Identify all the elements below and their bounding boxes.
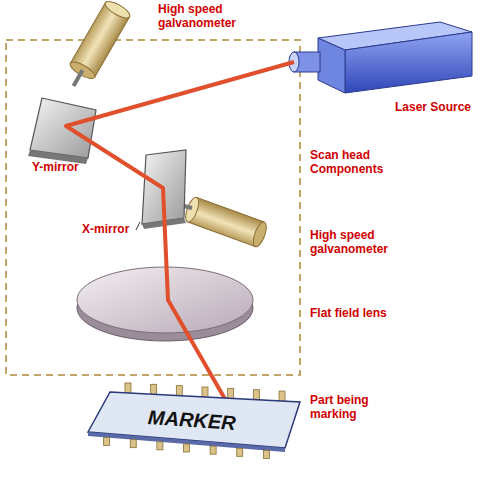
- part-label: High speed galvanometer: [158, 2, 253, 30]
- part-label: Scan head Components: [310, 148, 395, 176]
- chip-pin: [157, 442, 163, 450]
- chip-pin: [263, 450, 269, 458]
- part-label: X-mirror: [82, 222, 134, 236]
- chip-pin: [237, 448, 243, 456]
- chip-pin: [184, 444, 190, 452]
- part-label: Y-mirror: [32, 160, 102, 174]
- part-label: High speed galvanometer: [310, 228, 405, 256]
- scan-head-box: [6, 40, 300, 375]
- y-galvanometer: [61, 0, 132, 93]
- laser-beam: [66, 62, 294, 399]
- part-label: Part being marking: [310, 393, 390, 421]
- chip-pin: [104, 438, 110, 446]
- chip-edge: [88, 432, 285, 452]
- marked-chip: MARKER: [78, 380, 310, 460]
- chip-body: [88, 392, 300, 448]
- flat-field-lens: [77, 267, 253, 341]
- part-label: Flat field lens: [310, 306, 430, 320]
- laser-source: [289, 22, 472, 93]
- y-mirror: [30, 98, 96, 158]
- part-label: Laser Source: [395, 100, 487, 114]
- chip-pin: [210, 446, 216, 454]
- chip-pin: [130, 440, 136, 448]
- x-galvanometer: [183, 196, 269, 248]
- x-mirror-leader: [136, 222, 140, 230]
